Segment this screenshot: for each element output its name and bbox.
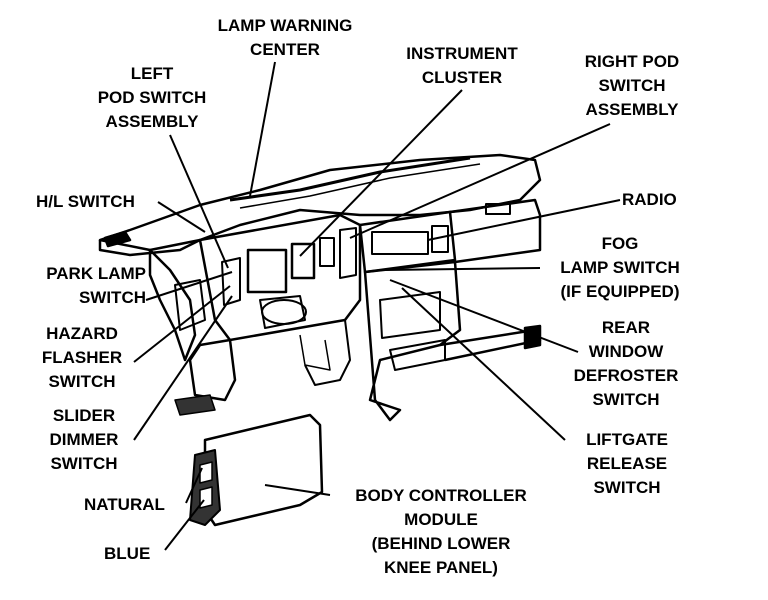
leader-left-pod-switch	[169, 134, 229, 269]
leader-instrument-cluster	[299, 89, 463, 257]
leader-slider-dimmer-switch	[133, 295, 233, 441]
label-left-pod-switch: LEFT POD SWITCH ASSEMBLY	[97, 64, 207, 131]
leader-hl-switch	[157, 201, 206, 233]
leader-blue	[164, 499, 205, 551]
leader-body-controller-module	[264, 484, 331, 496]
label-liftgate-release-switch: LIFTGATE RELEASE SWITCH	[586, 430, 668, 497]
label-park-lamp-switch: PARK LAMP SWITCH	[46, 264, 146, 307]
label-radio: RADIO	[622, 190, 677, 209]
label-right-pod-switch: RIGHT POD SWITCH ASSEMBLY	[584, 52, 680, 119]
leader-radio	[427, 199, 621, 241]
leader-park-lamp-switch	[145, 271, 233, 301]
leader-lines	[133, 61, 621, 551]
leader-fog-lamp-switch	[384, 267, 541, 271]
leader-lamp-warning-center	[249, 61, 276, 197]
leader-rear-window-defroster	[389, 279, 579, 353]
label-slider-dimmer-switch: SLIDER DIMMER SWITCH	[49, 406, 119, 473]
label-fog-lamp-switch: FOG LAMP SWITCH (IF EQUIPPED)	[560, 234, 680, 301]
leader-hazard-flasher-switch	[133, 285, 231, 363]
label-natural: NATURAL	[84, 495, 165, 514]
label-rear-window-defroster-switch: REAR WINDOW DEFROSTER SWITCH	[573, 318, 679, 409]
dashboard-illustration	[98, 153, 542, 527]
label-body-controller-module: BODY CONTROLLER MODULE (BEHIND LOWER KNE…	[355, 486, 527, 577]
leader-natural	[185, 467, 203, 504]
label-instrument-cluster: INSTRUMENT CLUSTER	[406, 44, 518, 87]
label-blue: BLUE	[104, 544, 151, 563]
label-hazard-flasher-switch: HAZARD FLASHER SWITCH	[41, 324, 123, 391]
leader-right-pod-switch	[349, 123, 611, 239]
label-lamp-warning-center: LAMP WARNING CENTER	[217, 16, 353, 59]
leader-liftgate-release-switch	[401, 287, 566, 441]
label-hl-switch: H/L SWITCH	[36, 192, 135, 211]
